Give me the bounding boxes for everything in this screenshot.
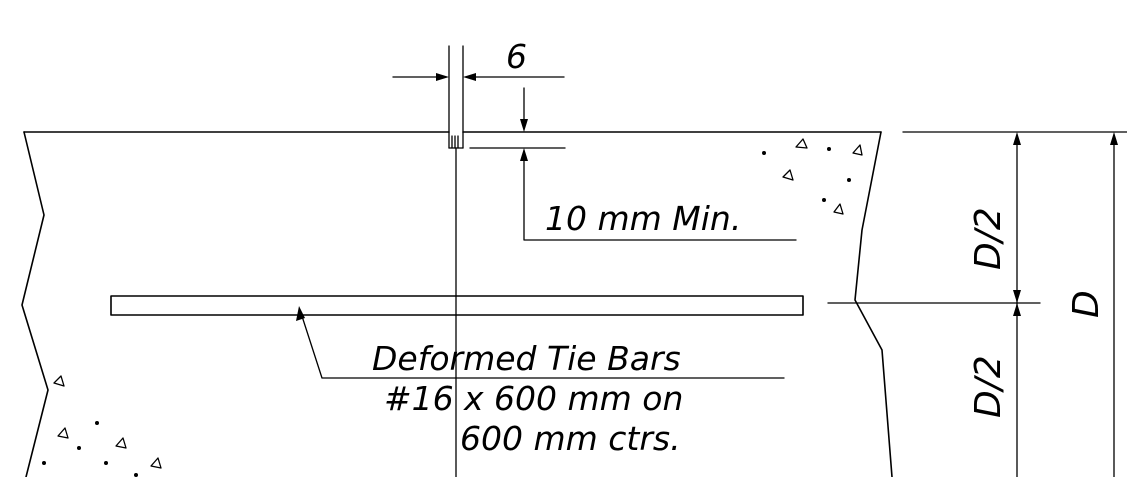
depth-dim-lower-arrowhead <box>520 148 528 161</box>
gap-dimension-label: 6 <box>506 37 527 76</box>
gap-dimension: 6 <box>392 37 565 81</box>
aggregate-triangle <box>833 203 844 215</box>
joint-hatch <box>451 135 459 149</box>
slab-depth-dimensions: D/2 D/2 D <box>827 131 1127 477</box>
aggregate-triangle <box>852 144 863 156</box>
depth-dim-lower-leader <box>523 151 797 241</box>
aggregate-dot <box>134 473 138 477</box>
tie-bar: Deformed Tie Bars #16 x 600 mm on 600 mm… <box>110 295 804 458</box>
tie-bar-label-line1: Deformed Tie Bars <box>372 339 681 378</box>
aggregate-triangle <box>57 427 69 439</box>
tie-bar-rectangle <box>110 295 804 316</box>
aggregate-triangle <box>53 375 65 387</box>
aggregate-symbols-left <box>42 375 162 477</box>
tie-bar-leader <box>299 309 785 379</box>
tie-bar-leader-arrowhead <box>296 306 305 321</box>
tie-bar-label-line2: #16 <box>384 379 454 418</box>
slab-right-break-line <box>854 131 893 477</box>
aggregate-dot <box>42 461 46 465</box>
tie-bar-label-line3: x 600 mm on <box>463 379 683 418</box>
half-depth-top-arrowhead <box>1013 132 1021 145</box>
half-depth-mid-up-arrowhead <box>1013 290 1021 303</box>
full-depth-label: D <box>1066 290 1107 318</box>
aggregate-triangle <box>150 457 162 469</box>
aggregate-dot <box>77 446 81 450</box>
half-depth-bottom-label: D/2 <box>968 355 1009 418</box>
aggregate-dot <box>847 178 851 182</box>
aggregate-dot <box>104 461 108 465</box>
tie-bar-label-line4: 600 mm ctrs. <box>460 419 681 458</box>
joint-sawcut <box>448 45 464 477</box>
aggregate-triangle <box>782 169 794 181</box>
aggregate-symbols-right <box>762 138 863 215</box>
full-depth-top-arrowhead <box>1110 132 1118 145</box>
gap-dim-right-arrowhead <box>463 73 476 81</box>
aggregate-dot <box>95 421 99 425</box>
aggregate-dot <box>827 147 831 151</box>
aggregate-dot <box>762 151 766 155</box>
aggregate-triangle <box>795 138 808 149</box>
aggregate-triangle <box>115 437 127 449</box>
gap-dim-left-arrowhead <box>436 73 449 81</box>
slab-outline <box>21 131 893 477</box>
slab-left-break-line <box>21 131 49 477</box>
sealant-depth-dimension: 10 mm Min. <box>469 87 797 241</box>
half-depth-top-label: D/2 <box>968 207 1009 270</box>
aggregate-dot <box>822 198 826 202</box>
depth-dim-upper-arrowhead <box>520 119 528 132</box>
sealant-depth-label: 10 mm Min. <box>545 199 741 238</box>
half-depth-mid-down-arrowhead <box>1013 303 1021 316</box>
